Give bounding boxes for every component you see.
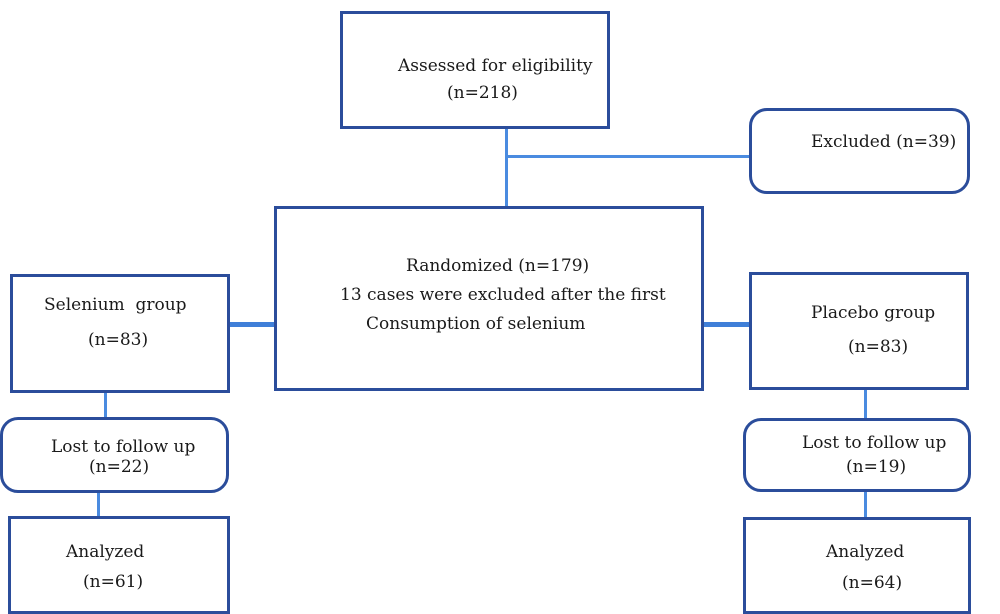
placebo-group-count: (n=83) xyxy=(848,337,909,357)
randomized-line2: 13 cases were excluded after the first xyxy=(340,285,666,305)
placebo-analyzed-count: (n=64) xyxy=(842,573,903,593)
placebo-group-box xyxy=(749,272,969,390)
selenium-group-box xyxy=(10,274,230,393)
connector-assessed-to-randomized xyxy=(505,128,508,207)
placebo-analyzed-label: Analyzed xyxy=(826,542,905,562)
connector-selenium-to-lost xyxy=(104,392,107,418)
selenium-analyzed-label: Analyzed xyxy=(66,542,145,562)
connector-randomized-to-placebo xyxy=(702,322,750,327)
assessed-label: Assessed for eligibility xyxy=(398,56,593,76)
randomized-line3: Consumption of selenium xyxy=(366,314,586,334)
selenium-analyzed-count: (n=61) xyxy=(83,572,144,592)
placebo-lost-box xyxy=(743,418,971,492)
connector-to-excluded xyxy=(505,155,750,158)
selenium-analyzed-box xyxy=(8,516,230,614)
selenium-group-count: (n=83) xyxy=(88,330,149,350)
connector-randomized-to-selenium xyxy=(229,322,276,327)
excluded-label: Excluded (n=39) xyxy=(811,132,957,152)
connector-placebo-lost-to-analyzed xyxy=(864,490,867,518)
placebo-analyzed-box xyxy=(743,517,971,614)
excluded-box xyxy=(749,108,970,194)
selenium-lost-label: Lost to follow up xyxy=(51,437,196,457)
placebo-lost-count: (n=19) xyxy=(846,457,907,477)
selenium-lost-box xyxy=(0,417,229,493)
randomized-box xyxy=(274,206,704,391)
assessed-count: (n=218) xyxy=(447,83,518,103)
selenium-lost-count: (n=22) xyxy=(89,457,150,477)
connector-selenium-lost-to-analyzed xyxy=(97,492,100,517)
randomized-line1: Randomized (n=179) xyxy=(406,256,590,276)
connector-placebo-to-lost xyxy=(864,389,867,419)
placebo-group-label: Placebo group xyxy=(811,303,936,323)
placebo-lost-label: Lost to follow up xyxy=(802,433,947,453)
assessed-box xyxy=(340,11,610,129)
selenium-group-label: Selenium group xyxy=(44,295,187,315)
